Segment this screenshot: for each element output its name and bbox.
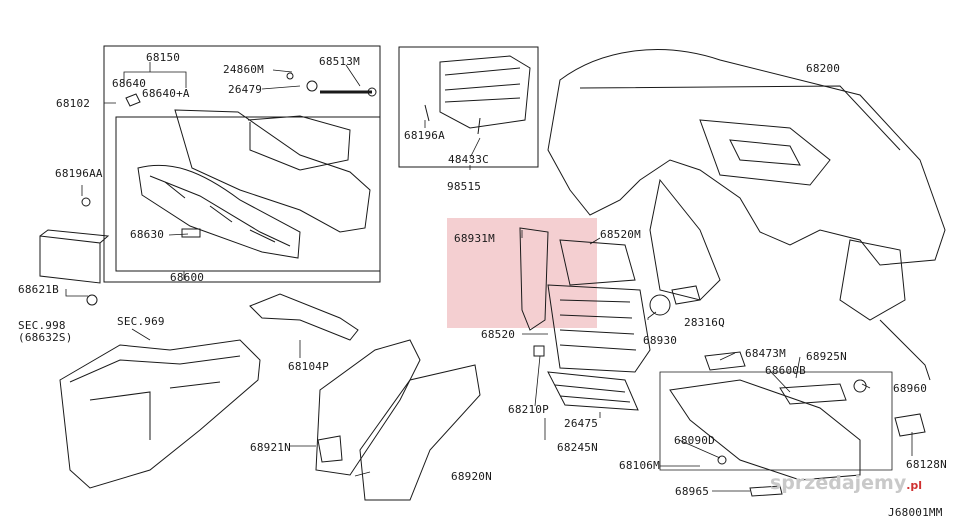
tray-68245n	[547, 371, 639, 411]
console-drawing	[59, 339, 261, 489]
label-68640-a: 68640+A	[142, 87, 190, 100]
panel-68921n	[315, 339, 421, 476]
bracket-28316q	[671, 285, 701, 305]
glovebox-latch	[181, 228, 201, 238]
label-24860m: 24860M	[223, 63, 264, 76]
cluster-68520	[547, 284, 651, 373]
instrument-panel-drawing	[547, 49, 946, 266]
leader-lines	[65, 62, 913, 492]
watermark: sprzedajemy.pl	[770, 472, 922, 494]
label-68106m: 68106M	[619, 459, 660, 472]
label-68965: 68965	[675, 485, 710, 498]
label-98515: 98515	[447, 180, 482, 193]
glovebox-bin-drawing	[174, 109, 371, 233]
watermark-text: sprzedajemy	[770, 472, 907, 494]
label-68600b: 68600B	[765, 364, 806, 377]
label-68090d: 68090D	[674, 434, 715, 447]
label-68931m: 68931M	[454, 232, 495, 245]
label-68210p: 68210P	[508, 403, 549, 416]
label-68150: 68150	[146, 51, 181, 64]
label-68600: 68600	[170, 271, 205, 284]
finisher-68931m	[519, 227, 549, 331]
clip-68640	[125, 93, 141, 107]
label-68102: 68102	[56, 97, 91, 110]
diagram-code: J68001MM	[888, 506, 943, 519]
label-68960: 68960	[893, 382, 928, 395]
label-68520m: 68520M	[600, 228, 641, 241]
bracket-68104p	[249, 293, 359, 341]
label-68196a: 68196A	[404, 129, 445, 142]
label-68925n: 68925N	[806, 350, 847, 363]
label-68921n: 68921N	[250, 441, 291, 454]
label-68640: 68640	[112, 77, 147, 90]
airbag-group-frame	[398, 46, 539, 168]
label-26475: 26475	[564, 417, 599, 430]
glovebox-sub-frame	[115, 116, 381, 272]
label-48433c: 48433C	[448, 153, 489, 166]
panel-68920n	[359, 364, 481, 501]
lower-panel-68106m	[669, 379, 861, 481]
label-68520: 68520	[481, 328, 516, 341]
label-68200: 68200	[806, 62, 841, 75]
label-68128n: 68128N	[906, 458, 947, 471]
airbag-module	[439, 55, 531, 129]
label-sec998-sub: (68632S)	[18, 331, 73, 344]
label-68930: 68930	[643, 334, 678, 347]
label-68621b: 68621B	[18, 283, 59, 296]
label-68473m: 68473M	[745, 347, 786, 360]
glovebox-lid-drawing	[137, 164, 301, 259]
label-sec998: SEC.998	[18, 319, 66, 332]
label-68104p: 68104P	[288, 360, 329, 373]
label-28316q: 28316Q	[684, 316, 725, 329]
label-26479: 26479	[228, 83, 263, 96]
label-sec969: SEC.969	[117, 315, 165, 328]
label-68196aa: 68196AA	[55, 167, 103, 180]
vent-68930	[649, 294, 671, 316]
display-68520m	[559, 239, 636, 286]
label-68245n: 68245N	[557, 441, 598, 454]
label-68513m: 68513M	[319, 55, 360, 68]
pocket-68621b	[39, 235, 101, 284]
label-68920n: 68920N	[451, 470, 492, 483]
right-group-frame	[659, 371, 893, 471]
watermark-suffix: .pl	[906, 479, 923, 492]
label-68630: 68630	[130, 228, 165, 241]
